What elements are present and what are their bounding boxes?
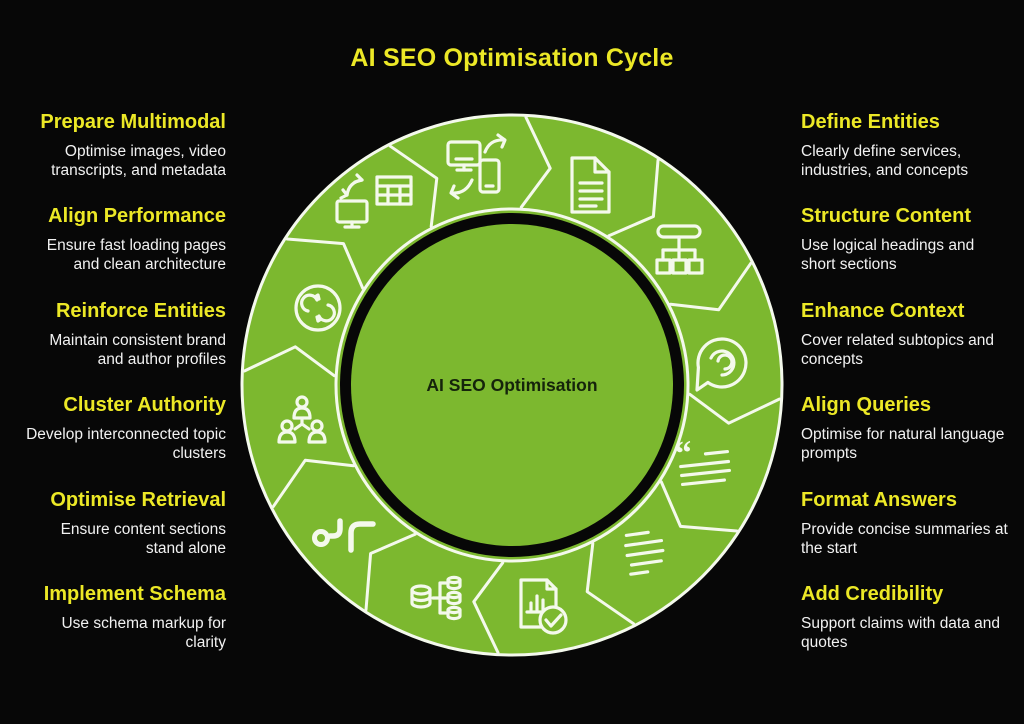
- step-description: Support claims with data and quotes: [801, 615, 1001, 651]
- step-heading: Cluster Authority: [63, 394, 226, 416]
- schema-database-icon: [410, 575, 462, 621]
- segment-divider: [659, 480, 739, 533]
- step-description: Cover related subtopics and concepts: [801, 332, 995, 368]
- sitemap-icon: [655, 224, 704, 275]
- step-heading: Define Entities: [801, 111, 940, 133]
- page-title: AI SEO Optimisation Cycle: [350, 44, 674, 72]
- step-description: Clearly define services, industries, and…: [801, 143, 969, 179]
- cycle-step-add-credibility: Add Credibility Support claims with data…: [801, 583, 1009, 653]
- segment-divider: [271, 458, 355, 509]
- segment-divider: [669, 261, 753, 312]
- sync-circle-icon: [294, 284, 342, 332]
- cycle-step-enhance-context: Enhance Context Cover related subtopics …: [801, 300, 1009, 370]
- step-description: Provide concise summaries at the start: [801, 521, 1008, 557]
- step-heading: Format Answers: [801, 489, 957, 511]
- cycle-step-define-entities: Define Entities Clearly define services,…: [801, 111, 1009, 181]
- device-sync-icon: [446, 133, 507, 200]
- people-network-icon: [277, 395, 327, 444]
- cycle-step-align-performance: Align Performance Ensure fast loading pa…: [20, 205, 226, 275]
- step-heading: Add Credibility: [801, 583, 944, 605]
- segment-divider: [285, 237, 365, 290]
- report-check-icon: [519, 578, 568, 635]
- document-icon: [570, 156, 611, 214]
- route-icon: [312, 518, 376, 553]
- step-description: Use schema markup for clarity: [61, 615, 226, 651]
- cycle-step-cluster-authority: Cluster Authority Develop interconnected…: [20, 394, 226, 464]
- cycle-step-format-answers: Format Answers Provide concise summaries…: [801, 489, 1009, 559]
- cycle-step-structure-content: Structure Content Use logical headings a…: [801, 205, 1009, 275]
- step-heading: Align Queries: [801, 394, 932, 416]
- step-heading: Prepare Multimodal: [40, 111, 226, 133]
- segment-divider: [607, 158, 660, 238]
- chat-swirl-icon: [695, 337, 748, 392]
- cycle-wheel-diagram: “: [240, 113, 784, 657]
- text-lines-icon: [624, 530, 665, 576]
- step-heading: Optimise Retrieval: [50, 489, 226, 511]
- ring-inner-edge: [334, 207, 690, 563]
- center-label: AI SEO Optimisation: [426, 375, 597, 395]
- cycle-step-prepare-multimodal: Prepare Multimodal Optimise images, vide…: [20, 111, 226, 181]
- cycle-step-reinforce-entities: Reinforce Entities Maintain consistent b…: [20, 300, 226, 370]
- segment-divider: [472, 561, 505, 655]
- step-heading: Align Performance: [48, 205, 226, 227]
- step-description: Optimise images, video transcripts, and …: [51, 143, 226, 179]
- step-heading: Structure Content: [801, 205, 971, 227]
- step-description: Optimise for natural language prompts: [801, 426, 1005, 462]
- step-description: Develop interconnected topic clusters: [26, 426, 226, 462]
- segment-divider: [585, 542, 636, 626]
- step-heading: Reinforce Entities: [55, 300, 226, 322]
- segment-divider: [364, 532, 417, 612]
- segment-dividers: [242, 115, 782, 655]
- step-heading: Implement Schema: [43, 583, 226, 605]
- segment-divider: [688, 392, 782, 425]
- step-description: Ensure content sections stand alone: [60, 521, 226, 557]
- monitor-table-swap-icon: [335, 173, 413, 229]
- step-heading: Enhance Context: [801, 300, 965, 322]
- segment-divider: [519, 115, 552, 209]
- segment-divider: [242, 345, 336, 378]
- step-description: Use logical headings and short sections: [801, 237, 975, 273]
- segment-divider: [388, 144, 439, 228]
- cycle-step-align-queries: Align Queries Optimise for natural langu…: [801, 394, 1009, 464]
- step-description: Maintain consistent brand and author pro…: [49, 332, 226, 368]
- cycle-step-optimise-retrieval: Optimise Retrieval Ensure content sectio…: [20, 489, 226, 559]
- cycle-step-implement-schema: Implement Schema Use schema markup for c…: [20, 583, 226, 653]
- center-circle: [351, 224, 673, 546]
- step-description: Ensure fast loading pages and clean arch…: [46, 237, 226, 273]
